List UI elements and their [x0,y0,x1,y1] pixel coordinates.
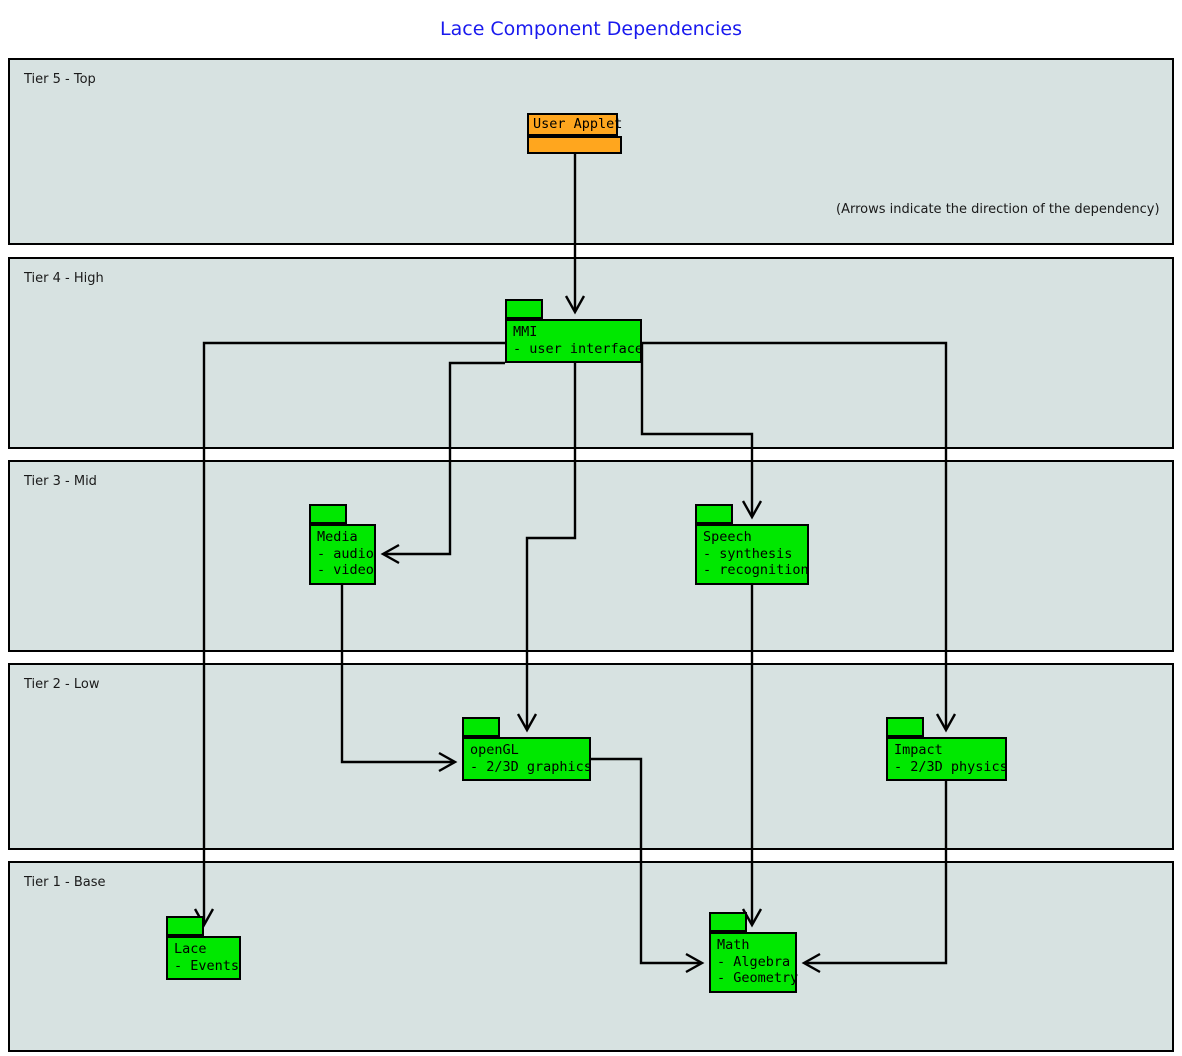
component-detail-opengl-0: - 2/3D graphics [470,758,592,775]
package-body-user-applet [527,136,622,154]
package-tab-math [709,912,747,932]
package-tab-opengl [462,717,500,737]
package-tab-lace [166,916,204,936]
component-detail-media-1: - video [317,562,374,578]
tier-label-tier5: Tier 5 - Top [24,72,96,87]
tier-group-tier3: Tier 3 - Mid [8,460,1174,652]
package-body-opengl: openGL- 2/3D graphics [462,737,592,781]
tier-label-tier1: Tier 1 - Base [24,875,106,890]
component-name-mmi: MMI [513,324,538,340]
tier-label-tier2: Tier 2 - Low [24,677,100,692]
component-name-math: Math [717,937,750,953]
tier-label-tier3: Tier 3 - Mid [24,474,97,489]
package-tab-user-applet: User Applet [527,113,622,136]
component-detail-lace-0: - Events [174,957,240,974]
package-body-impact: Impact- 2/3D physics [886,737,1008,781]
component-name-user-applet: User Applet [533,116,623,132]
page-title: Lace Component Dependencies [440,18,742,40]
package-tab-speech [695,504,733,524]
component-name-impact: Impact [894,742,943,758]
component-detail-speech-0: - synthesis [703,545,793,562]
package-tab-media [309,504,347,524]
component-detail-math-0: - Algebra [717,953,791,970]
component-name-speech: Speech [703,529,752,545]
component-detail-math-1: - Geometry [717,970,799,986]
package-tab-impact [886,717,924,737]
package-body-media: Media- audio- video [309,524,376,585]
package-body-mmi: MMI- user interface [505,319,644,363]
component-name-media: Media [317,529,358,545]
component-detail-impact-0: - 2/3D physics [894,758,1008,775]
package-body-speech: Speech- synthesis- recognition [695,524,809,585]
tier-label-tier4: Tier 4 - High [24,271,104,286]
legend-note: (Arrows indicate the direction of the de… [836,202,1160,217]
package-tab-mmi [505,299,543,319]
package-body-math: Math- Algebra- Geometry [709,932,799,993]
component-detail-speech-1: - recognition [703,562,809,578]
component-detail-mmi-0: - user interface [513,340,644,357]
component-detail-media-0: - audio [317,545,374,562]
package-body-lace: Lace- Events [166,936,241,980]
component-name-lace: Lace [174,941,207,957]
tier-group-tier4: Tier 4 - High [8,257,1174,449]
component-name-opengl: openGL [470,742,519,758]
